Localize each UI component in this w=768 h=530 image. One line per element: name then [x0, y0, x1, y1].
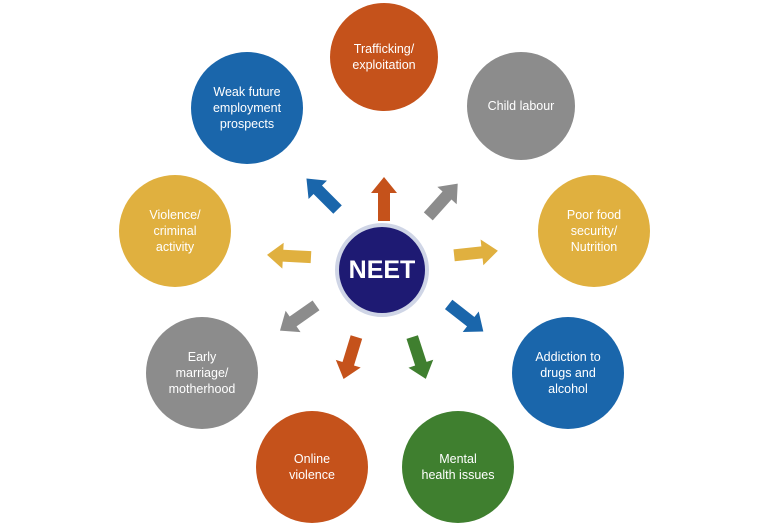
arrow-online-violence	[335, 335, 363, 380]
node-early-marriage: Early marriage/ motherhood	[146, 317, 258, 429]
arrow-violence-criminal	[267, 242, 312, 269]
node-early-marriage-label: Early marriage/ motherhood	[168, 350, 236, 396]
arrow-early-marriage	[279, 300, 320, 333]
node-mental-health-label: Mental health issues	[421, 452, 495, 482]
node-online-violence-label: Online violence	[289, 452, 335, 482]
node-food-security-label: Poor food security/ Nutrition	[566, 208, 622, 254]
node-trafficking: Trafficking/ exploitation	[330, 3, 438, 111]
node-addiction: Addiction to drugs and alcohol	[512, 317, 624, 429]
center-node-neet: NEET	[335, 223, 429, 317]
node-addiction-label: Addiction to drugs and alcohol	[535, 350, 601, 396]
node-violence-criminal: Violence/ criminal activity	[119, 175, 231, 287]
node-violence-criminal-label: Violence/ criminal activity	[149, 208, 201, 254]
node-weak-employment: Weak future employment prospects	[191, 52, 303, 164]
arrow-mental-health	[406, 335, 434, 379]
arrow-addiction	[444, 299, 484, 332]
node-child-labour-label: Child labour	[487, 99, 555, 113]
arrow-trafficking	[371, 177, 397, 221]
node-food-security: Poor food security/ Nutrition	[538, 175, 650, 287]
center-label: NEET	[348, 256, 416, 284]
arrow-food-security	[453, 239, 498, 266]
node-trafficking-label: Trafficking/ exploitation	[352, 42, 416, 72]
arrow-child-labour	[423, 183, 458, 221]
node-mental-health: Mental health issues	[402, 411, 514, 523]
node-weak-employment-label: Weak future employment prospects	[212, 85, 282, 131]
node-online-violence: Online violence	[256, 411, 368, 523]
arrow-weak-employment	[306, 178, 342, 214]
node-child-labour: Child labour	[467, 52, 575, 160]
